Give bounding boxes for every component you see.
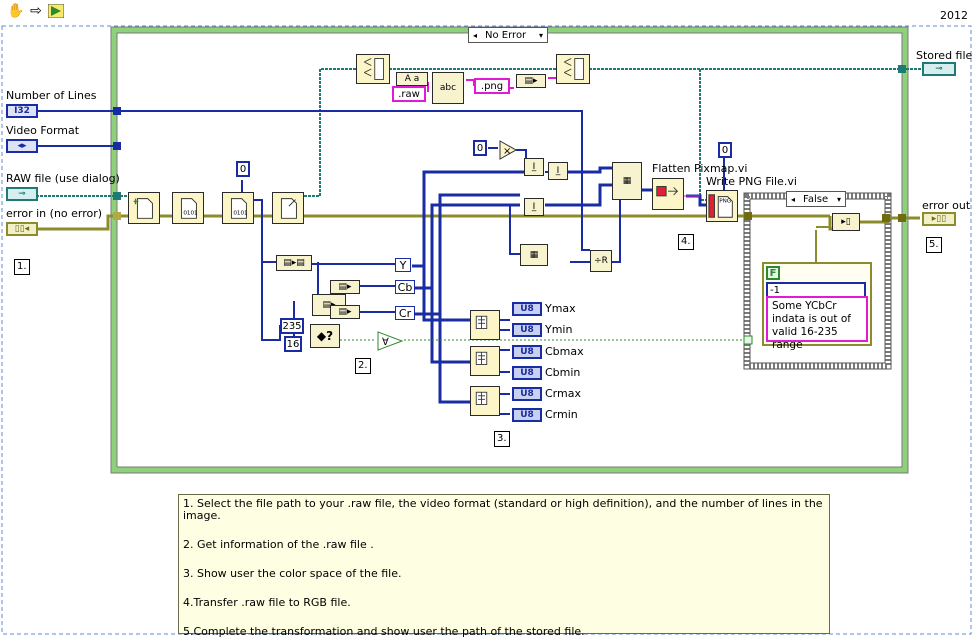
concat-png-node[interactable]: ▤▸ (516, 74, 546, 88)
cbmax-terminal[interactable]: U8 (512, 345, 542, 359)
bundle-error-node[interactable]: ▸▯ (832, 213, 860, 231)
max-235-constant[interactable]: 235 (280, 318, 304, 334)
concatenate-strings-node[interactable]: abc (432, 72, 464, 104)
note-line-3: 3. Show user the color space of the file… (183, 567, 402, 580)
version-year: 2012 (940, 9, 968, 22)
inner-decrement-arrow-icon[interactable]: ◂ (791, 194, 796, 204)
raw-extension-constant[interactable]: .raw (392, 86, 426, 102)
decrement-arrow-icon[interactable]: ◂ (473, 30, 478, 40)
crmin-terminal[interactable]: U8 (512, 408, 542, 422)
multiply-node[interactable]: × (498, 139, 518, 161)
note-line-2: 2. Get information of the .raw file . (183, 538, 374, 551)
error-message-constant[interactable]: Some YCbCr indata is out of valid 16-235… (766, 296, 868, 351)
cb-output-label: Cb (395, 280, 415, 294)
cbmin-terminal[interactable]: U8 (512, 366, 542, 380)
y-output-label: Y (395, 258, 411, 272)
error-in-terminal[interactable]: ▯▯◂ (6, 222, 38, 236)
inner-case-selector-value: False (803, 193, 829, 205)
step-1-label: 1. (14, 259, 30, 275)
error-out-terminal[interactable]: ▸▯▯ (922, 212, 956, 226)
open-file-subvi[interactable] (128, 192, 160, 224)
write-png-subvi[interactable]: PNG (706, 190, 738, 222)
video-format-label: Video Format (6, 124, 80, 137)
case-selector[interactable]: ◂ No Error ▾ (468, 27, 548, 43)
interleave-node-c[interactable]: I̲ (524, 198, 544, 216)
cr-output-label: Cr (395, 306, 415, 320)
png-extension-constant[interactable]: .png (474, 78, 510, 94)
stored-file-label: Stored file (916, 49, 973, 62)
interleave-node-a[interactable]: I̲ (524, 158, 544, 176)
close-file-subvi[interactable] (272, 192, 304, 224)
error-out-label: error out (922, 199, 971, 212)
crmax-terminal[interactable]: U8 (512, 387, 542, 401)
step-3-label: 3. (494, 431, 510, 447)
build-array-node[interactable]: ▦ (612, 162, 642, 200)
crmin-label: Crmin (545, 408, 578, 421)
number-of-lines-label: Number of Lines (6, 89, 97, 102)
index-array-y-node[interactable]: ▤▸▤ (276, 255, 312, 271)
false-constant[interactable]: F (766, 266, 780, 280)
crmax-label: Crmax (545, 387, 581, 400)
svg-text:0101: 0101 (233, 211, 248, 217)
cbmax-label: Cbmax (545, 345, 584, 358)
ymin-label: Ymin (545, 323, 573, 336)
step-5-label: 5. (926, 237, 942, 253)
arrow-icon[interactable]: ⇨ (30, 3, 42, 19)
note-line-5: 5.Complete the transformation and show u… (183, 625, 585, 638)
array-size-node[interactable]: ▦ (520, 244, 548, 266)
svg-text:0101: 0101 (183, 211, 198, 217)
array-min-max-y-node[interactable] (470, 310, 500, 340)
raw-file-label: RAW file (use dialog) (6, 172, 120, 185)
read-file-subvi[interactable]: 0101 (222, 192, 254, 224)
stored-file-terminal[interactable]: ⊸ (922, 62, 956, 76)
in-range-node[interactable]: ◆? (310, 324, 340, 348)
array-min-max-cb-node[interactable] (470, 346, 500, 376)
inner-dropdown-arrow-icon[interactable]: ▾ (836, 194, 841, 204)
string-subset-node[interactable]: A a (396, 72, 428, 86)
error-in-label: error in (no error) (6, 207, 103, 220)
ymin-terminal[interactable]: U8 (512, 323, 542, 337)
array-min-max-cr-node[interactable] (470, 386, 500, 416)
video-format-terminal[interactable]: ◂▸ (6, 139, 38, 153)
index-array-cb-node[interactable]: ▤▸ (330, 280, 360, 294)
strip-path-subvi[interactable] (356, 54, 390, 84)
step-2-label: 2. (355, 358, 371, 374)
note-line-1: 1. Select the file path to your .raw fil… (183, 497, 823, 522)
svg-text:PNG: PNG (719, 198, 731, 204)
note-line-4: 4.Transfer .raw file to RGB file. (183, 596, 351, 609)
step-4-label: 4. (678, 234, 694, 250)
run-icon[interactable] (46, 2, 66, 20)
zero-constant-a[interactable]: 0 (236, 161, 250, 177)
zero-constant-c[interactable]: 0 (718, 142, 732, 158)
flatten-pixmap-label: Flatten Pixmap.vi (652, 162, 748, 175)
dropdown-arrow-icon[interactable]: ▾ (538, 30, 543, 40)
write-png-label: Write PNG File.vi (706, 175, 797, 188)
inner-case-selector[interactable]: ◂ False ▾ (786, 191, 846, 207)
cbmin-label: Cbmin (545, 366, 581, 379)
svg-text:∀: ∀ (382, 337, 389, 348)
case-selector-value: No Error (485, 29, 527, 41)
hand-icon[interactable]: ✋ (7, 3, 25, 19)
quotient-remainder-node[interactable]: ÷R (590, 250, 612, 272)
instructions-note: 1. Select the file path to your .raw fil… (178, 494, 830, 638)
ymax-label: Ymax (545, 302, 576, 315)
build-path-subvi[interactable] (556, 54, 590, 84)
index-array-cr-node[interactable]: ▤▸ (330, 305, 360, 319)
flatten-pixmap-subvi[interactable] (652, 178, 684, 210)
ymax-terminal[interactable]: U8 (512, 302, 542, 316)
min-16-constant[interactable]: 16 (284, 336, 302, 352)
or-array-elements-node[interactable]: ∀ (376, 330, 404, 352)
interleave-node-b[interactable]: I̲ (548, 162, 568, 180)
svg-text:×: × (503, 146, 511, 157)
raw-file-terminal[interactable]: ⊸ (6, 187, 38, 201)
zero-constant-b[interactable]: 0 (473, 140, 487, 156)
read-binary-subvi[interactable]: 0101 (172, 192, 204, 224)
number-of-lines-terminal[interactable]: I32 (6, 104, 38, 118)
